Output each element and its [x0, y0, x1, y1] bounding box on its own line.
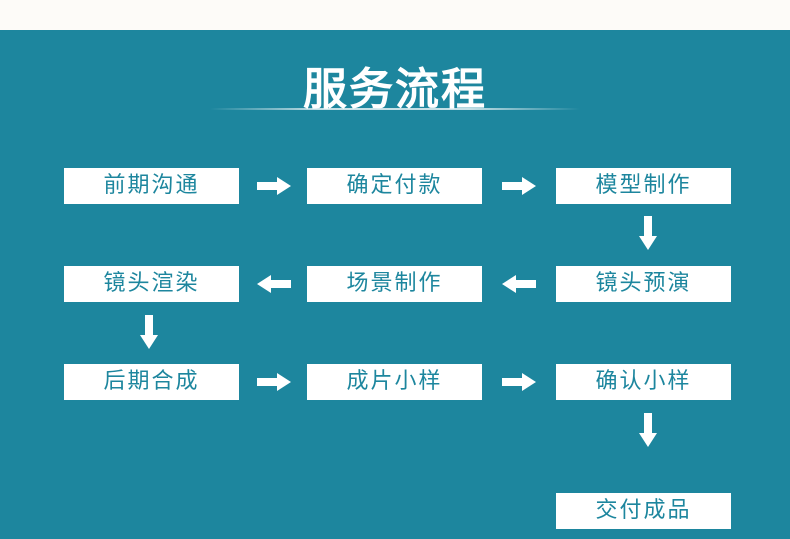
- step-box-7: 后期合成: [64, 364, 239, 400]
- top-strip: [0, 0, 790, 30]
- step-box-1: 前期沟通: [64, 168, 239, 204]
- title-underline: [210, 108, 580, 110]
- arrow-right-icon: [502, 177, 536, 195]
- step-box-4: 镜头预演: [556, 266, 731, 302]
- step-box-10: 交付成品: [556, 493, 731, 529]
- arrow-down-icon: [140, 315, 158, 349]
- step-box-9: 确认小样: [556, 364, 731, 400]
- step-box-5: 场景制作: [307, 266, 482, 302]
- step-box-3: 模型制作: [556, 168, 731, 204]
- step-box-8: 成片小样: [307, 364, 482, 400]
- arrow-left-icon: [257, 275, 291, 293]
- arrow-down-icon: [639, 216, 657, 250]
- arrow-right-icon: [257, 177, 291, 195]
- step-box-6: 镜头渲染: [64, 266, 239, 302]
- step-box-2: 确定付款: [307, 168, 482, 204]
- arrow-right-icon: [502, 373, 536, 391]
- page-title: 服务流程: [303, 64, 487, 115]
- arrow-down-icon: [639, 413, 657, 447]
- arrow-left-icon: [502, 275, 536, 293]
- arrow-right-icon: [257, 373, 291, 391]
